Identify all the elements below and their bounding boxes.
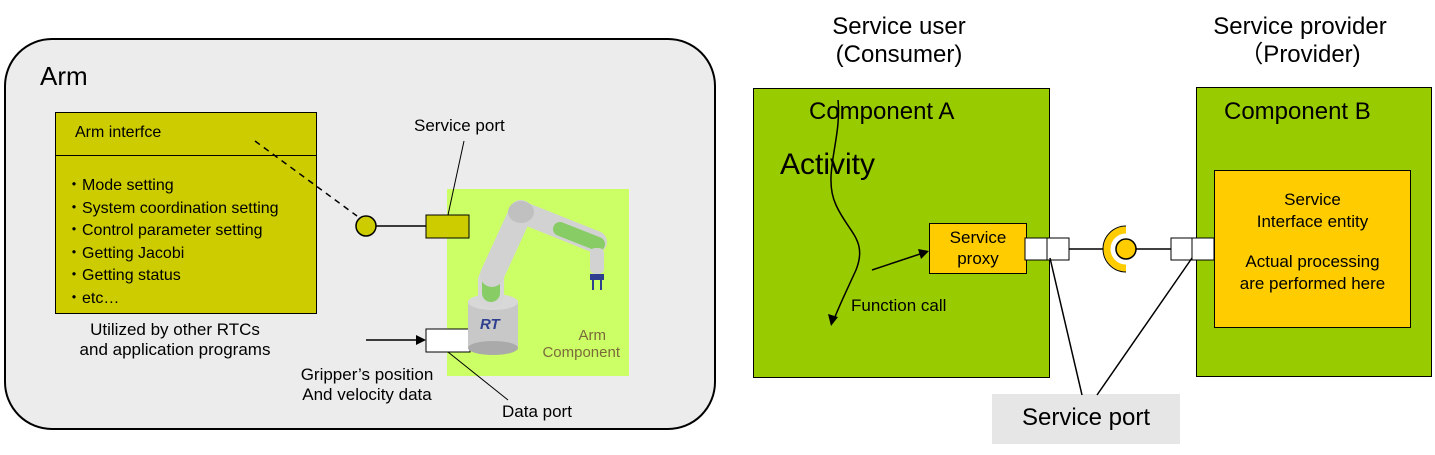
consumer-heading-line2: (Consumer) [835,40,963,68]
provider-heading: Service provider （Provider) [1175,13,1425,68]
arm-component-label-line1: Arm [578,327,607,344]
provider-heading-line2: （Provider) [1239,40,1361,68]
component-a-label: Component A [809,98,955,125]
proxy-line2: proxy [957,249,999,269]
utilized-caption-line2: and application programs [79,339,271,359]
proxy-line1: Service [949,228,1007,247]
service-port-label: Service port [414,116,505,135]
interface-item: ・Getting status [66,267,181,284]
utilized-caption-line1: Utilized by other RTCs [90,320,260,339]
data-caption: Gripper’s position And velocity data [282,365,452,404]
interface-item: ・System coordination setting [66,200,279,217]
arm-interface-box: Arm interfce ・Mode setting ・System coord… [55,112,317,314]
interface-item: ・Control parameter setting [66,222,263,239]
service-interface-entity-box [1214,170,1411,328]
arm-interface-title: Arm interfce [75,124,162,141]
entity-line4: are performed here [1239,274,1386,294]
activity-label: Activity [780,148,876,181]
service-proxy-box [929,223,1027,274]
arm-component-label-line2: Component [542,344,620,362]
interface-item: ・Mode setting [66,177,174,194]
provider-heading-line1: Service provider [1213,13,1387,40]
service-port-label-box [992,394,1180,444]
function-call-label: Function call [851,296,947,315]
consumer-heading: Service user (Consumer) [790,13,1008,68]
consumer-heading-line1: Service user [832,13,966,40]
interface-item: ・Getting Jacobi [66,245,185,262]
component-b-label: Component B [1224,98,1371,125]
entity-line3: Actual processing [1245,252,1380,272]
service-interface-entity-text: Service Interface entity Actual processi… [1214,189,1411,295]
utilized-caption: Utilized by other RTCs and application p… [55,320,295,359]
service-proxy-text: Service proxy [929,227,1027,270]
arm-component-label: Arm Component [512,327,620,362]
service-port-label-right: Service port [1021,404,1151,431]
data-caption-line1: Gripper’s position [300,365,434,384]
arm-panel-title: Arm [40,61,88,91]
interface-item: ・etc… [66,290,120,307]
entity-line1: Service [1284,190,1341,209]
data-caption-line2: And velocity data [302,384,432,404]
entity-line2: Interface entity [1256,212,1369,232]
robot-base-text: RT [480,316,500,333]
data-port-label: Data port [502,402,572,421]
arm-interface-divider [56,155,316,156]
